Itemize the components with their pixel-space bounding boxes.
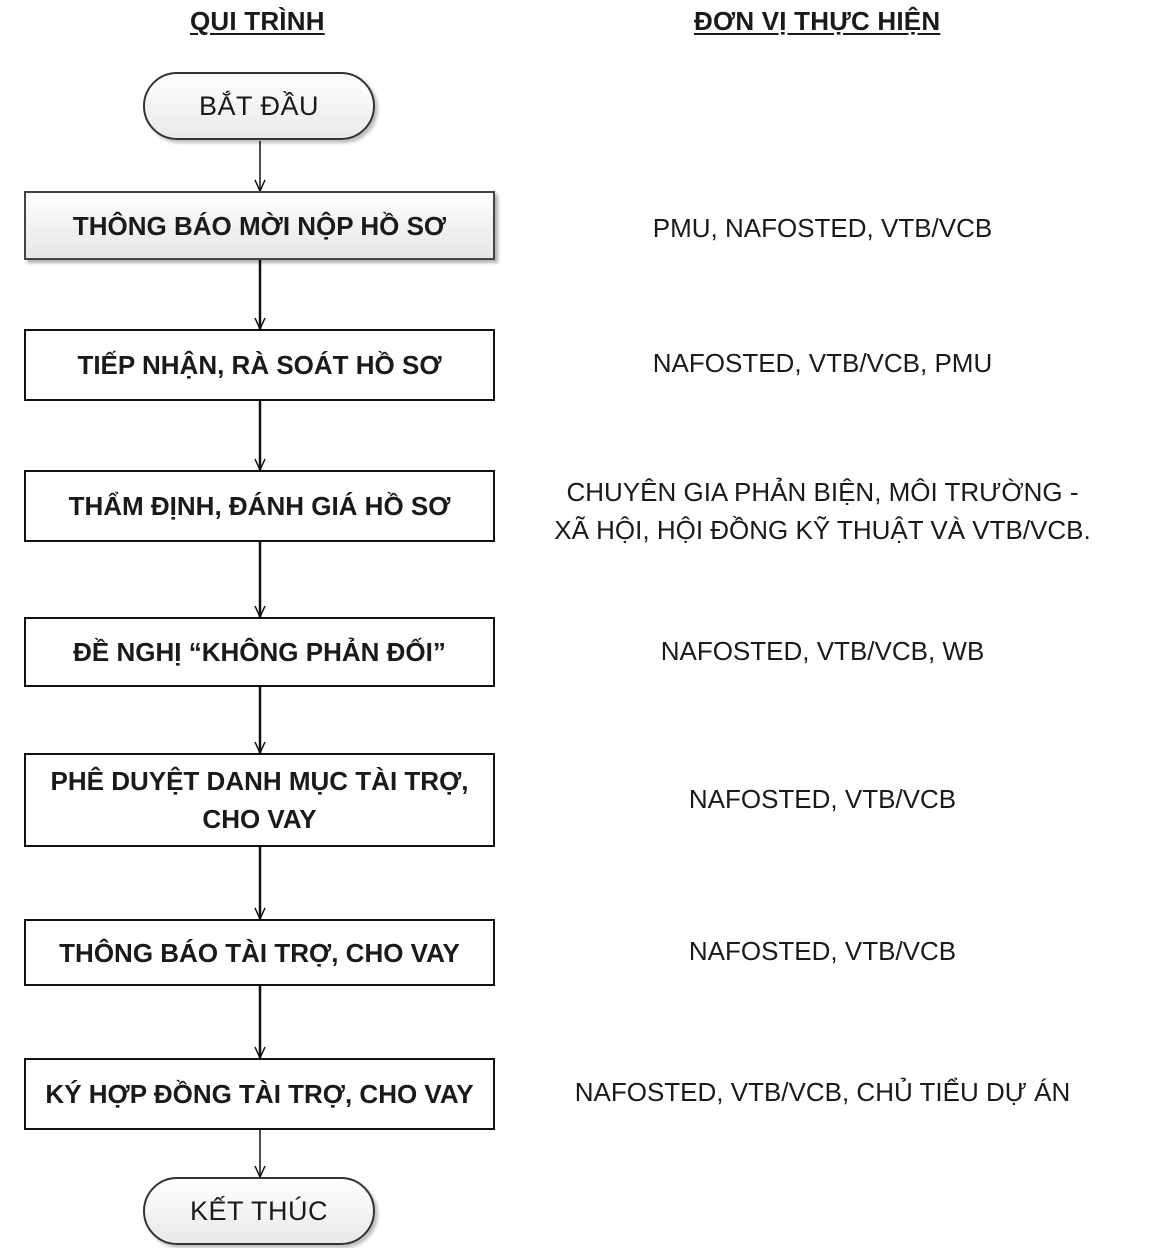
step-4-box: ĐỀ NGHỊ “KHÔNG PHẢN ĐỐI” — [24, 617, 495, 687]
step-5-unit: NAFOSTED, VTB/VCB — [688, 784, 957, 814]
step-6-box: THÔNG BÁO TÀI TRỢ, CHO VAY — [24, 919, 495, 986]
start-label: BẮT ĐẦU — [198, 90, 320, 121]
step-1-box: THÔNG BÁO MỜI NỘP HỒ SƠ — [24, 191, 495, 260]
step-3-unit-line-1: CHUYÊN GIA PHẢN BIỆN, MÔI TRƯỜNG - — [566, 477, 1079, 507]
step-1-unit: PMU, NAFOSTED, VTB/VCB — [652, 213, 993, 243]
step-5-label-line-2: CHO VAY — [202, 804, 317, 834]
end-label: KẾT THÚC — [189, 1195, 329, 1226]
step-2-unit: NAFOSTED, VTB/VCB, PMU — [652, 348, 993, 378]
step-3-label: THẨM ĐỊNH, ĐÁNH GIÁ HỒ SƠ — [68, 491, 451, 521]
step-5-box: PHÊ DUYỆT DANH MỤC TÀI TRỢ, CHO VAY — [24, 753, 495, 847]
step-6-unit: NAFOSTED, VTB/VCB — [688, 936, 957, 966]
step-2-box: TIẾP NHẬN, RÀ SOÁT HỒ SƠ — [24, 329, 495, 401]
step-3-unit: CHUYÊN GIA PHẢN BIỆN, MÔI TRƯỜNG - XÃ HỘ… — [550, 473, 1095, 549]
step-4-label: ĐỀ NGHỊ “KHÔNG PHẢN ĐỐI” — [73, 637, 446, 667]
step-7-unit: NAFOSTED, VTB/VCB, CHỦ TIỂU DỰ ÁN — [574, 1077, 1071, 1107]
end-node: KẾT THÚC — [143, 1177, 375, 1245]
step-7-label: KÝ HỢP ĐỒNG TÀI TRỢ, CHO VAY — [45, 1079, 474, 1109]
step-5-label-line-1: PHÊ DUYỆT DANH MỤC TÀI TRỢ, — [50, 766, 469, 796]
unit-column-header: ĐƠN VỊ THỰC HIỆN — [694, 6, 941, 36]
step-3-unit-line-2: XÃ HỘI, HỘI ĐỒNG KỸ THUẬT VÀ VTB/VCB. — [554, 515, 1091, 545]
step-2-label: TIẾP NHẬN, RÀ SOÁT HỒ SƠ — [77, 350, 442, 380]
step-3-box: THẨM ĐỊNH, ĐÁNH GIÁ HỒ SƠ — [24, 470, 495, 542]
step-1-label: THÔNG BÁO MỜI NỘP HỒ SƠ — [72, 210, 447, 241]
start-node: BẮT ĐẦU — [143, 72, 375, 140]
step-6-label: THÔNG BÁO TÀI TRỢ, CHO VAY — [59, 937, 460, 968]
process-column-header: QUI TRÌNH — [190, 6, 325, 36]
step-7-box: KÝ HỢP ĐỒNG TÀI TRỢ, CHO VAY — [24, 1058, 495, 1130]
step-4-unit: NAFOSTED, VTB/VCB, WB — [660, 636, 985, 666]
